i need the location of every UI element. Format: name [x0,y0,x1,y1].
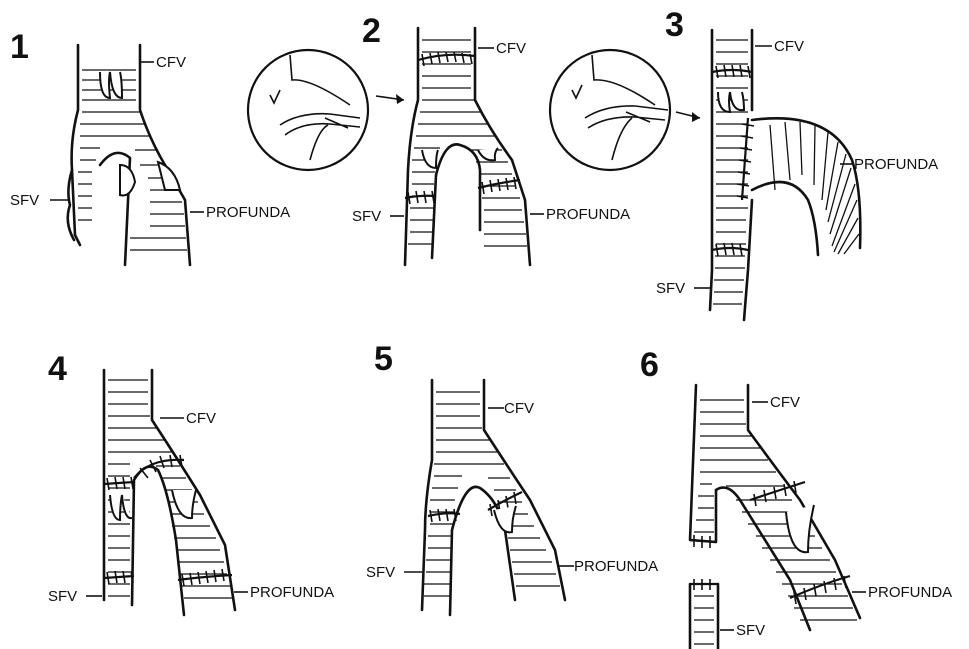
panel-3-suture-top [712,70,752,72]
panel-6-right-wall [748,385,860,618]
panel-2-crotch [432,144,480,258]
panel-2-right-wall [475,28,530,265]
panel-3-profunda-inner [752,182,818,255]
panel-4: 4 CFV SFV PROFUNDA [48,350,334,615]
panel-6-profunda-label: PROFUNDA [868,584,952,601]
panel-6-sfv-label: SFV [736,622,765,639]
panel-3-cfv-label: CFV [774,38,804,55]
panel-6-number: 6 [640,346,659,384]
panel-1-hatching [78,70,187,250]
panel-2-profunda-label: PROFUNDA [546,206,630,223]
panel-5-hatching [424,392,560,596]
panel-3: 3 CFV SFV PROFUNDA [550,6,938,320]
panel-4-number: 4 [48,350,67,388]
panel-3-sfv-label: SFV [656,280,685,297]
panel-6-sfv-segment [690,584,718,649]
panel-6: 6 CFV SFV PROFUNDA [640,346,952,649]
panel-3-profunda-label: PROFUNDA [854,156,938,173]
panel-5-number: 5 [374,340,393,378]
panel-2-cfv-label: CFV [496,40,526,57]
panel-1-profunda-label: PROFUNDA [206,204,290,221]
panel-1-sfv-label: SFV [10,192,39,209]
panel-4-sfv-label: SFV [48,588,77,605]
panel-5-crotch [450,487,515,615]
panel-3-suture-side [742,118,748,200]
panel-1-valve [100,72,122,98]
panel-4-cfv-label: CFV [186,410,216,427]
panel-1-cfv-left-wall [72,45,78,235]
panel-2-number: 2 [362,12,381,50]
panel-3-left-wall [710,30,712,310]
panel-6-valve [786,505,814,552]
panel-2-inset-circle [248,50,368,170]
panel-5-valve [494,506,516,532]
panel-1-cfv-right-wall [140,45,190,265]
panel-5: 5 CFV SFV PROFUNDA [366,340,658,615]
panel-3-profunda-hatching [770,122,859,254]
panel-3-inset-circle [550,50,670,170]
panel-4-crotch [132,467,184,615]
panel-6-stump [690,385,716,542]
panel-4-valve-left [110,495,132,520]
panel-1: 1 CFV SFV PROFUNDA [10,28,290,265]
panel-3-valve [718,92,744,112]
panel-5-left-wall [422,380,432,610]
panel-1-number: 1 [10,28,29,66]
panel-5-sfv-label: SFV [366,564,395,581]
panel-4-profunda-label: PROFUNDA [250,584,334,601]
panel-3-right-wall [744,30,752,320]
panel-2-hatching [408,40,527,246]
panel-6-cfv-label: CFV [770,394,800,411]
panel-1-cfv-label: CFV [156,54,186,71]
panel-6-suture-bottom [790,576,850,598]
panel-1-profunda-valve [120,165,135,195]
panel-2-sfv-label: SFV [352,208,381,225]
panel-5-cfv-label: CFV [504,400,534,417]
panel-5-profunda-label: PROFUNDA [574,558,658,575]
panel-2-left-wall [405,28,418,265]
panel-2-valve-left [422,150,438,168]
panel-2-valve-right [478,148,498,160]
panel-3-number: 3 [665,6,684,44]
